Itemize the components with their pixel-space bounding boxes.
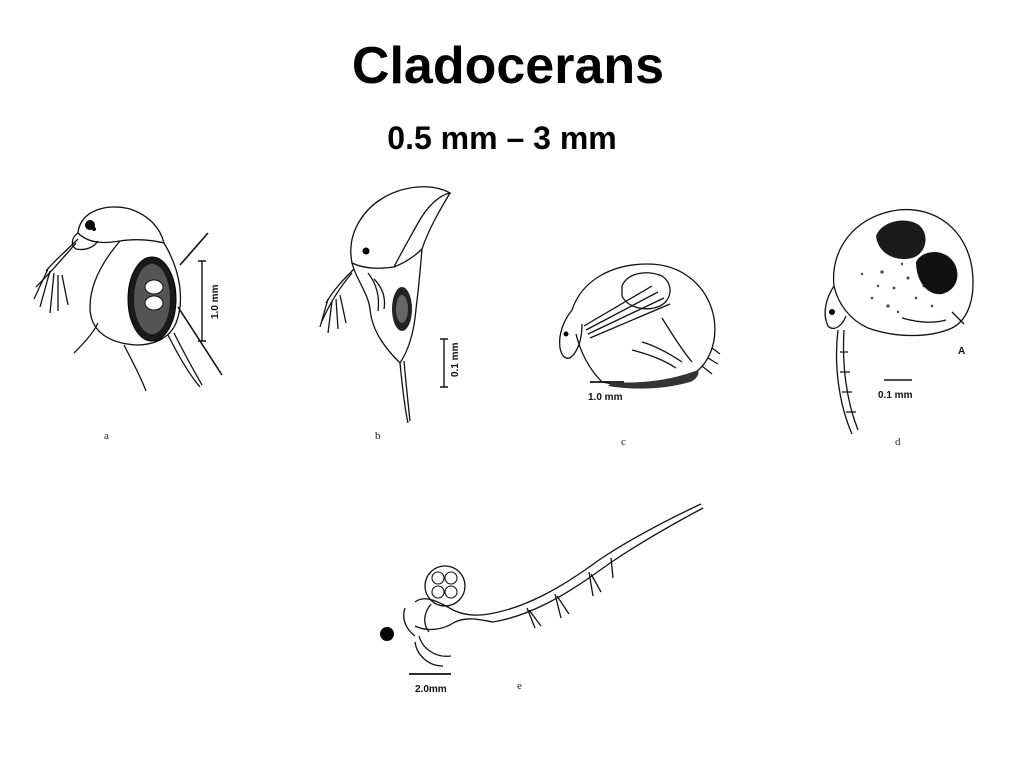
figure-d-panel-mark: A xyxy=(958,346,965,357)
chydorid-illustration: A 0.1 mm xyxy=(824,208,974,435)
figure-a-letter: a xyxy=(104,430,109,442)
slide-subtitle: 0.5 mm – 3 mm xyxy=(387,120,617,156)
round-cladoceran-illustration: 1.0 mm xyxy=(558,263,721,403)
figure-e-letter: e xyxy=(517,680,522,692)
figure-d-letter: d xyxy=(895,436,901,448)
figure-c-letter: c xyxy=(621,436,626,448)
figure-b-letter: b xyxy=(375,430,381,442)
figure-a-scale-label: 1.0 mm xyxy=(210,284,221,319)
daphnia-illustration: 1.0 mm xyxy=(33,206,223,392)
figure-d-scale-label: 0.1 mm xyxy=(878,390,913,401)
figure-d: A 0.1 mm d xyxy=(812,202,987,448)
figure-c-scale-label: 1.0 mm xyxy=(588,392,623,403)
figure-c: 1.0 mm c xyxy=(552,258,727,448)
helmeted-daphnia-illustration: 0.1 mm xyxy=(319,186,461,424)
slide-title: Cladocerans xyxy=(351,37,665,95)
spiny-water-flea-illustration: 2.0mm xyxy=(380,503,704,695)
figure-e: 2.0mm e xyxy=(375,498,710,703)
figure-a: 1.0 mm a xyxy=(28,195,238,442)
figure-b-scale-label: 0.1 mm xyxy=(450,342,461,377)
figure-b: 0.1 mm b xyxy=(318,183,468,442)
figure-e-scale-label: 2.0mm xyxy=(415,684,447,695)
